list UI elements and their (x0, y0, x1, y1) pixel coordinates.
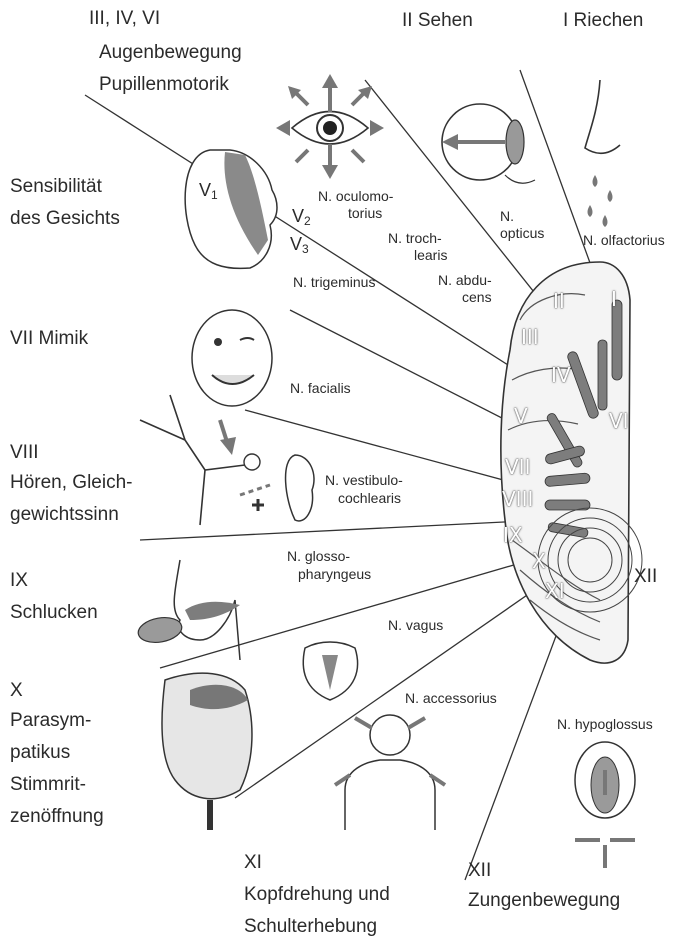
label-tongue-numeral: XII (468, 858, 491, 883)
label-vision: II Sehen (402, 8, 473, 33)
label-eye-movement-numerals: III, IV, VI (89, 6, 160, 31)
label-face-sensation-2: des Gesichts (10, 206, 120, 231)
nerve-abducens-2: cens (462, 289, 492, 306)
label-parasym-numeral: X (10, 678, 23, 703)
brainstem-numeral-vii: VII (505, 456, 530, 478)
nerve-accessorius: N. accessorius (405, 690, 497, 707)
label-hearing-numeral: VIII (10, 440, 39, 465)
nerve-opticus-2: opticus (500, 225, 544, 242)
nerve-glossopharyngeus-1: N. glosso- (287, 548, 350, 565)
nerve-trigeminus: N. trigeminus (293, 274, 375, 291)
larynx-icon (303, 642, 357, 700)
nerve-vagus: N. vagus (388, 617, 443, 634)
label-head-turn-2: Schulterhebung (244, 914, 377, 939)
shoulders-icon (335, 715, 445, 830)
label-swallow-numeral: IX (10, 568, 28, 593)
label-head-turn-1: Kopfdrehung und (244, 882, 390, 907)
intestines-icon (162, 673, 252, 830)
label-parasym-4: zenöffnung (10, 804, 104, 829)
tongue-icon (575, 742, 635, 868)
nerve-facialis: N. facialis (290, 380, 351, 397)
brainstem-numeral-ix: IX (503, 524, 523, 546)
nerve-olfactorius: N. olfactorius (583, 232, 665, 249)
brainstem-numeral-x: X (532, 550, 546, 572)
trigeminal-head-icon (185, 150, 277, 268)
trigeminal-v1: V1 (199, 182, 218, 204)
nerve-hypoglossus: N. hypoglossus (557, 716, 653, 733)
label-pupil-motor: Pupillenmotorik (99, 72, 229, 97)
brainstem-numeral-ii: II (553, 290, 565, 312)
label-mimic: VII Mimik (10, 326, 88, 351)
label-hearing-1: Hören, Gleich- (10, 470, 133, 495)
label-hearing-2: gewichtssinn (10, 502, 119, 527)
nose-icon (585, 80, 620, 227)
nerve-opticus-1: N. (500, 208, 514, 225)
nerve-vestibulocochlearis-1: N. vestibulo- (325, 472, 403, 489)
brainstem-numeral-iv: IV (551, 364, 571, 386)
label-face-sensation-1: Sensibilität (10, 174, 102, 199)
brainstem-numeral-v: V (514, 405, 528, 427)
brainstem-numeral-iii: III (521, 326, 539, 348)
face-icon (192, 310, 272, 406)
label-parasym-2: patikus (10, 740, 70, 765)
brainstem-numeral-xii: XII (634, 564, 657, 589)
label-parasym-3: Stimmrit- (10, 772, 86, 797)
trigeminal-v2: V2 (292, 208, 311, 230)
label-tongue: Zungenbewegung (468, 888, 620, 913)
label-head-turn-numeral: XI (244, 850, 262, 875)
eye-movement-icon (276, 74, 384, 179)
label-parasym-1: Parasym- (10, 708, 91, 733)
brainstem-numeral-vi: VI (609, 410, 629, 432)
nerve-vestibulocochlearis-2: cochlearis (338, 490, 401, 507)
brainstem-numeral-i: I (611, 288, 617, 310)
brainstem-numeral-xi: XI (545, 580, 565, 602)
swallowing-icon (136, 560, 240, 660)
label-smell: I Riechen (563, 8, 643, 33)
nerve-oculomotorius-1: N. oculomo- (318, 188, 393, 205)
nerve-oculomotorius-2: torius (348, 205, 382, 222)
nerve-trochlearis-2: learis (414, 247, 447, 264)
balance-hearing-icon (140, 395, 314, 525)
nerve-glossopharyngeus-2: pharyngeus (298, 566, 371, 583)
label-eye-movement: Augenbewegung (99, 40, 242, 65)
brainstem-numeral-viii: VIII (502, 488, 533, 510)
eyeball-icon (442, 104, 535, 183)
nerve-abducens-1: N. abdu- (438, 272, 492, 289)
nerve-trochlearis-1: N. troch- (388, 230, 442, 247)
label-swallow: Schlucken (10, 600, 98, 625)
trigeminal-v3: V3 (290, 236, 309, 258)
